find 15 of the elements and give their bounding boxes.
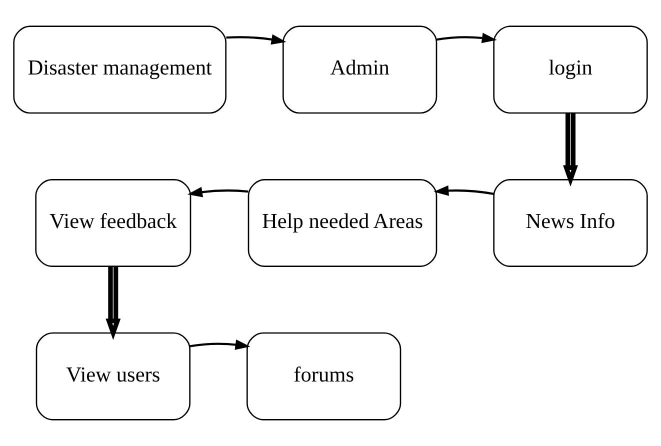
node-box: Disaster management	[13, 26, 226, 114]
node-box: News Info	[493, 179, 648, 267]
node-box: View feedback	[35, 179, 192, 267]
arrow	[187, 186, 248, 198]
arrow	[563, 113, 578, 187]
arrow	[190, 339, 250, 350]
arrow	[226, 34, 286, 45]
node-box: Admin	[282, 26, 438, 114]
arrow	[434, 185, 494, 196]
arrow	[106, 266, 121, 340]
node-box: Help needed Areas	[248, 179, 438, 267]
node-box: login	[493, 26, 648, 114]
node-box: View users	[36, 332, 190, 420]
arrow	[436, 32, 497, 44]
node-box: forums	[246, 332, 402, 420]
